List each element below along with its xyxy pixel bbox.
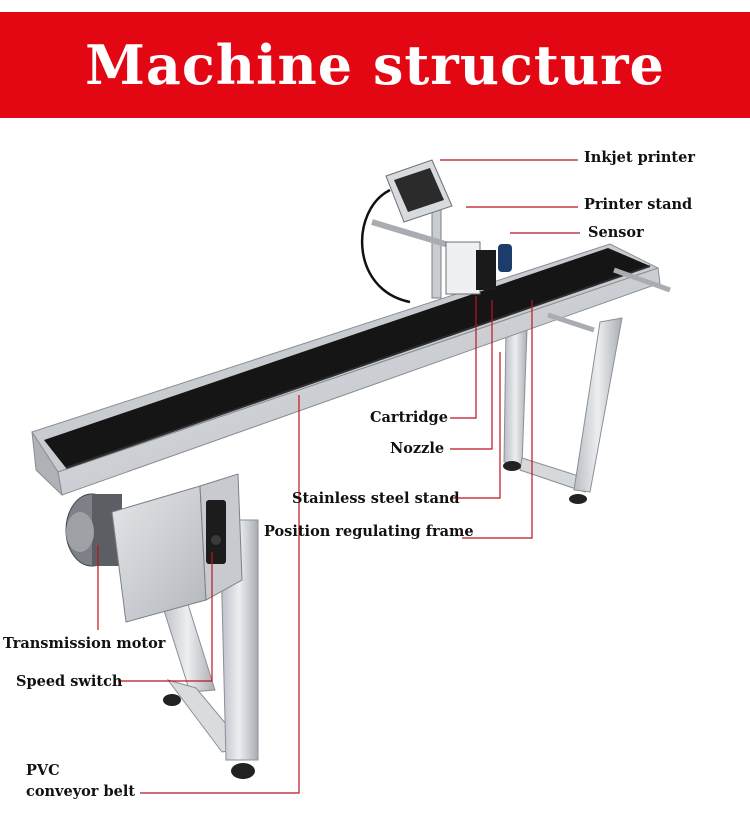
leader-position-regulating-frame: [462, 300, 533, 539]
transmission-motor: [65, 493, 122, 567]
title-banner: Machine structure: [0, 12, 750, 118]
printer-stand: [371, 199, 671, 333]
print-head: [445, 241, 512, 295]
label-pvc: PVC: [26, 762, 60, 779]
label-stainless-steel-stand: Stainless steel stand: [292, 490, 460, 507]
label-printer-stand: Printer stand: [584, 196, 693, 213]
label-cartridge: Cartridge: [370, 409, 448, 426]
label-speed-switch: Speed switch: [16, 673, 123, 690]
leader-nozzle: [450, 300, 493, 450]
pvc-belt: [44, 248, 650, 468]
control-box: [111, 473, 243, 623]
label-transmission-motor: Transmission motor: [3, 635, 166, 652]
label-sensor: Sensor: [588, 224, 644, 241]
leader-stainless-steel-stand: [452, 352, 501, 499]
inkjet-printer: [360, 159, 453, 304]
leader-speed-switch: [118, 552, 213, 682]
leader-pvc-conveyor-belt: [140, 395, 300, 794]
label-position-regulating-frame: Position regulating frame: [264, 523, 474, 540]
far-legs: [503, 317, 623, 504]
label-nozzle: Nozzle: [390, 440, 445, 457]
page-title: Machine structure: [85, 33, 665, 97]
label-conveyor-belt: conveyor belt: [26, 783, 136, 800]
leader-cartridge: [450, 296, 477, 419]
leader-lines: [97, 159, 580, 794]
label-inkjet-printer: Inkjet printer: [584, 149, 695, 166]
